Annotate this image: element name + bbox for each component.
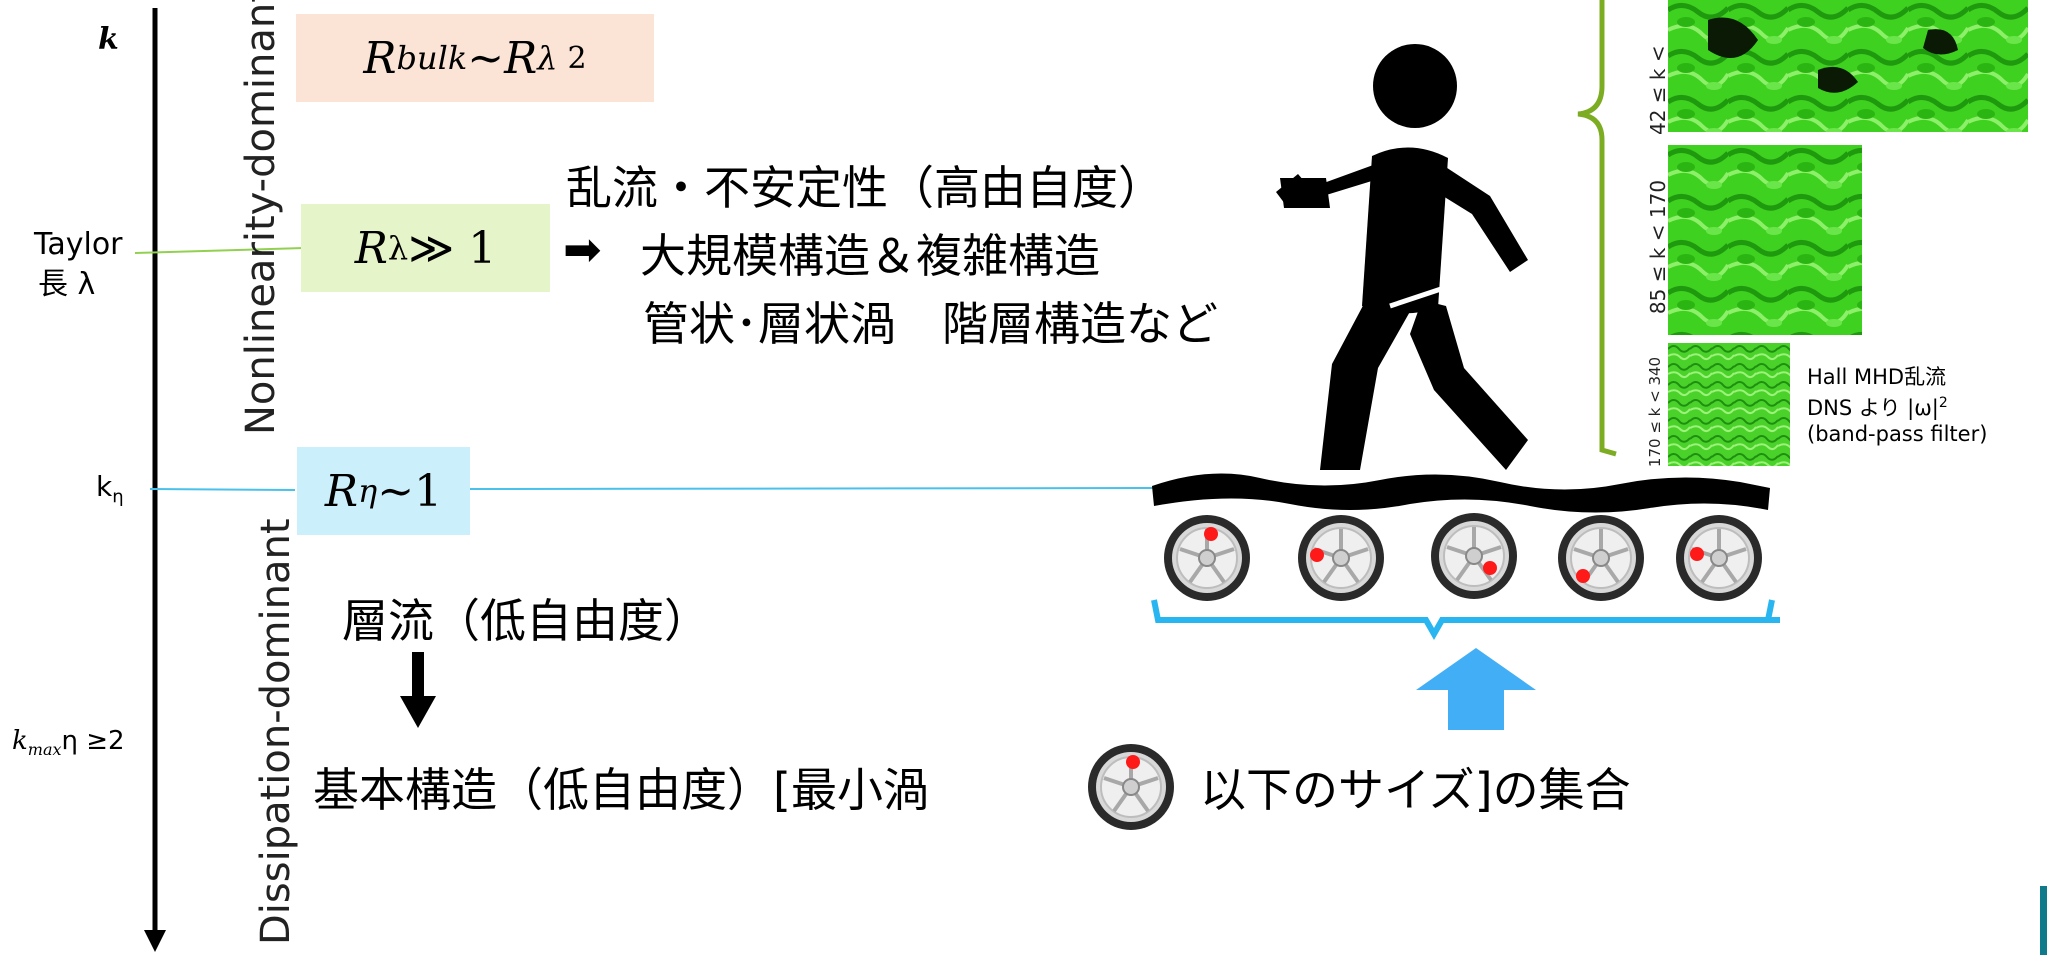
kmax-k: k <box>12 726 28 756</box>
turbulence-title: 乱流・不安定性（高由自度） <box>566 161 1164 215</box>
laminar-label: 層流（低自由度） <box>342 594 710 648</box>
up-arrow-icon <box>1416 648 1536 730</box>
r-lambda-r: R <box>354 222 388 274</box>
vorticity-panel-170 <box>1668 343 1790 466</box>
walking-person-icon <box>1276 44 1528 470</box>
wheel-icon <box>1298 515 1384 601</box>
k-eta-label: kη <box>96 470 124 508</box>
r-bulk-sub: bulk <box>396 39 468 77</box>
wheel-icon <box>1558 515 1644 601</box>
r-bulk-lambda: λ <box>537 39 558 77</box>
r-bulk-mid: ~R <box>467 32 538 84</box>
r-lambda-sub: λ <box>387 229 409 267</box>
eta-guide-line-right <box>469 487 1161 490</box>
basic-structure-text-b: 以下のサイズ]の集合 <box>1200 763 1631 817</box>
k-range-42-label: 42 ≤ k < <box>1646 45 1670 135</box>
taylor-label-line1: Taylor <box>34 227 123 262</box>
caption-line3: (band-pass filter) <box>1807 422 1988 446</box>
taylor-guide-line <box>134 247 305 254</box>
nonlinearity-dominant-label: Nonlinearity-dominant <box>238 0 284 435</box>
kmax-sub: max <box>27 740 62 760</box>
wheel-icon <box>1164 515 1250 601</box>
r-eta-r: R <box>324 465 359 517</box>
corner-mark <box>2040 886 2047 955</box>
basic-structure-text-a: 基本構造（低自由度）[最小渦 <box>313 763 929 817</box>
r-bulk-exp: 2 <box>567 40 587 76</box>
caption-line2: DNS より |ω|2 <box>1807 390 1987 421</box>
vorticity-panel-85 <box>1668 145 1862 335</box>
r-eta-rel: ~1 <box>377 465 443 517</box>
r-bulk-r: R <box>363 32 397 84</box>
taylor-label-line2: 長 λ <box>38 267 96 302</box>
dissipation-dominant-label: Dissipation-dominant <box>253 518 299 945</box>
caption-sup: 2 <box>1938 395 1948 411</box>
down-arrow-icon <box>400 652 436 728</box>
wheel-icon <box>1676 515 1762 601</box>
kmax-tail: η ≥2 <box>61 726 125 756</box>
vorticity-panel-42 <box>1668 0 2028 132</box>
caption-line2-text: DNS より |ω| <box>1807 396 1939 420</box>
k-eta-k: k <box>96 470 113 503</box>
r-eta-sub: η <box>358 472 378 510</box>
turbulence-vortices: 管状･層状渦 階層構造など <box>643 297 1218 351</box>
k-range-85-label: 85 ≤ k < 170 <box>1646 179 1670 315</box>
taylor-label: Taylor 長 λ <box>34 225 123 305</box>
k-axis-label: k <box>98 22 119 57</box>
r-lambda-rel: ≫ 1 <box>408 222 497 274</box>
eta-guide-line <box>149 488 296 491</box>
caption-line1: Hall MHD乱流 <box>1807 365 1947 389</box>
wheel-icon <box>1088 744 1174 830</box>
turbulence-arrow: ➡ <box>563 222 602 276</box>
wheel-icon <box>1431 513 1517 599</box>
k-eta-sub: η <box>112 486 124 508</box>
k-axis <box>144 8 166 952</box>
treadmill <box>1151 473 1780 641</box>
k-range-170-label: 170 ≤ k < 340 <box>1646 356 1664 468</box>
turbulence-structures: 大規模構造＆複雑構造 <box>640 229 1100 283</box>
kmax-label: kmaxη ≥2 <box>12 726 125 759</box>
dns-caption: Hall MHD乱流 DNS より |ω|2 (band-pass filter… <box>1807 364 1987 447</box>
green-brace <box>1577 0 1617 457</box>
